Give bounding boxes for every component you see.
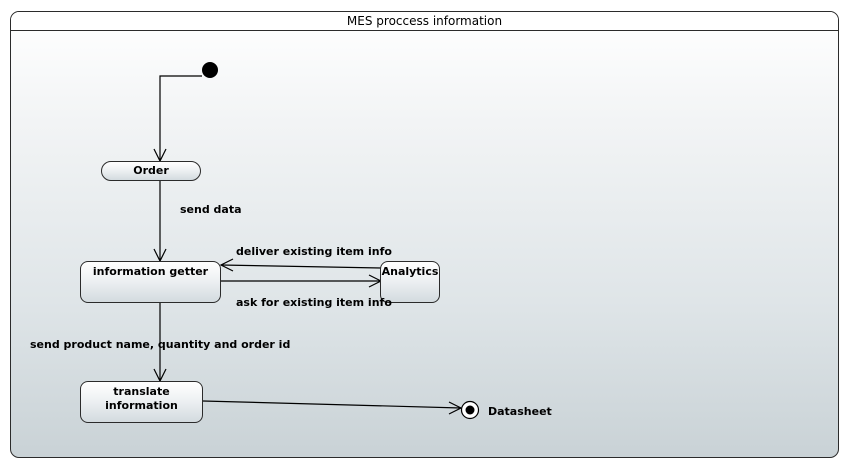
- edge-translate-to-datasheet[interactable]: [202, 400, 462, 409]
- state-analytics-label: Analytics: [381, 265, 439, 278]
- state-information-getter[interactable]: information getter: [80, 261, 221, 303]
- transition-label-ask-for-existing-item-info: ask for existing item info: [236, 296, 392, 309]
- state-translate-information[interactable]: translate information: [80, 381, 203, 423]
- state-information-getter-label: information getter: [92, 265, 209, 278]
- arrowhead-datasheet: [448, 401, 463, 415]
- state-order-label: Order: [133, 164, 169, 177]
- state-order[interactable]: Order: [101, 161, 201, 181]
- transition-label-deliver-existing-item-info: deliver existing item info: [236, 245, 392, 258]
- transition-label-send-data: send data: [180, 203, 242, 216]
- edge-initial-to-order[interactable]: [159, 75, 202, 161]
- initial-node[interactable]: [202, 62, 218, 78]
- final-node-label: Datasheet: [488, 405, 552, 418]
- edge-analytics-to-information-getter[interactable]: [220, 264, 382, 269]
- state-analytics[interactable]: Analytics: [380, 261, 440, 303]
- state-translate-information-label: translate information: [105, 385, 178, 412]
- arrowhead-deliver: [219, 258, 234, 272]
- diagram-title: MES proccess information: [11, 12, 838, 31]
- final-node-inner: [465, 405, 475, 415]
- transition-label-send-product-info: send product name, quantity and order id: [30, 338, 291, 351]
